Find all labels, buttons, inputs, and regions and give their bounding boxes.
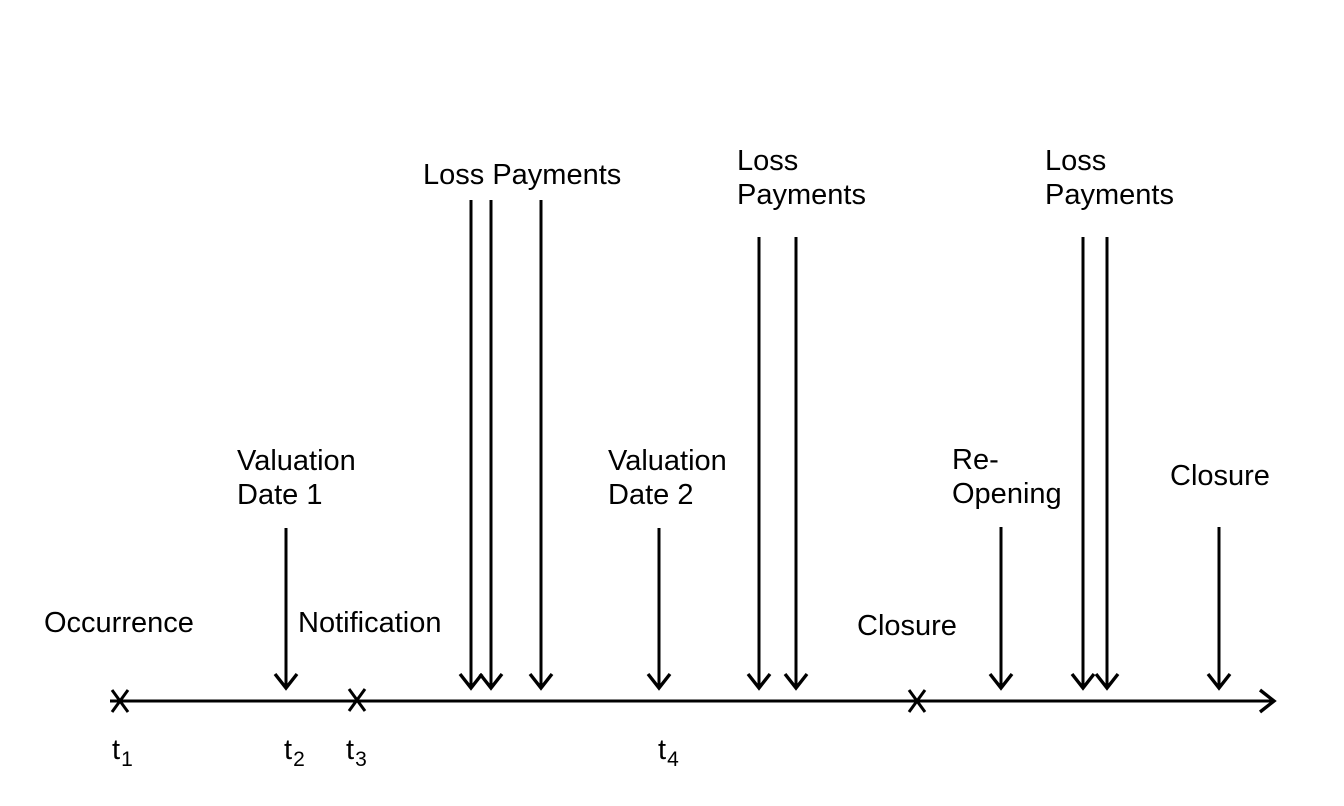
tick-label-t3: t3: [346, 733, 367, 771]
tick-base: t: [658, 734, 667, 766]
tick-base: t: [284, 734, 293, 766]
label-closure-mid: Closure: [857, 610, 957, 642]
label-valuation-date-1: Valuation Date 1: [237, 445, 356, 511]
tick-label-t4: t4: [658, 733, 679, 771]
label-occurrence: Occurrence: [44, 607, 194, 639]
tick-base: t: [112, 734, 121, 766]
label-valuation-date-2: Valuation Date 2: [608, 445, 727, 511]
tick-label-t2: t2: [284, 733, 305, 771]
label-closure-right: Closure: [1170, 460, 1270, 492]
tick-subscript: 1: [121, 748, 133, 771]
tick-subscript: 4: [667, 748, 679, 771]
label-re-opening: Re- Opening: [952, 444, 1062, 510]
tick-subscript: 2: [293, 748, 305, 771]
tick-subscript: 3: [355, 748, 367, 771]
label-loss-payments-3: Loss Payments: [1045, 145, 1174, 211]
tick-base: t: [346, 734, 355, 766]
label-loss-payments-1: Loss Payments: [423, 159, 622, 191]
axis-cross-t1-icon: [110, 689, 130, 713]
label-loss-payments-2: Loss Payments: [737, 145, 866, 211]
timeline-strokes: [110, 200, 1277, 714]
axis-cross-closure-icon: [907, 689, 927, 713]
axis-cross-t3-icon: [347, 688, 367, 712]
label-notification: Notification: [298, 607, 442, 639]
tick-label-t1: t1: [112, 733, 133, 771]
